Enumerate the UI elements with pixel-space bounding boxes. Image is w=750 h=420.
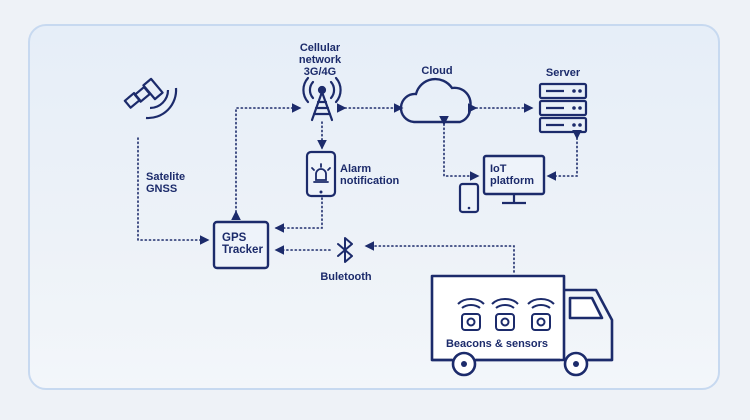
smartphone-icon xyxy=(305,150,337,198)
beacon-icon xyxy=(527,297,555,331)
alarm-label-line2: notification xyxy=(340,175,400,187)
iot-label-line1: IoT xyxy=(490,163,507,175)
tablet-icon xyxy=(458,182,480,214)
connector-phone-gps xyxy=(274,197,323,233)
connector-beacons-bluetooth xyxy=(364,241,515,273)
cellular-label-line2: network xyxy=(299,54,342,66)
iot-label-line2: platform xyxy=(490,175,534,187)
cellular-label-line1: Cellular xyxy=(300,42,341,54)
truck-icon xyxy=(430,274,614,377)
connectors xyxy=(137,103,582,273)
beacons-label: Beacons & sensors xyxy=(446,338,548,350)
bluetooth-icon xyxy=(337,237,353,263)
connector-server-iot xyxy=(546,130,582,181)
satellite-label-line1: Satelite xyxy=(146,171,185,183)
beacon-icon xyxy=(491,297,519,331)
cloud-icon xyxy=(399,77,472,124)
connector-gps-tower xyxy=(231,103,302,220)
satellite-label-line2: GNSS xyxy=(146,183,177,195)
bluetooth-label: Buletooth xyxy=(320,271,372,283)
satellite-icon xyxy=(123,77,178,120)
gps-tracker-box xyxy=(212,220,270,270)
cell-tower-icon xyxy=(302,76,342,122)
connector-cloud-iot xyxy=(439,116,480,181)
server-label: Server xyxy=(546,67,581,79)
server-icon xyxy=(538,82,588,134)
gps-label-line2: Tracker xyxy=(222,244,263,256)
connector-satellite-gps xyxy=(137,137,210,245)
cellular-label-line3: 3G/4G xyxy=(304,66,336,78)
cloud-label: Cloud xyxy=(421,65,452,77)
monitor-icon xyxy=(482,154,546,205)
gps-label-line1: GPS xyxy=(222,232,247,244)
alarm-label-line1: Alarm xyxy=(340,163,371,175)
beacon-icon xyxy=(457,297,485,331)
